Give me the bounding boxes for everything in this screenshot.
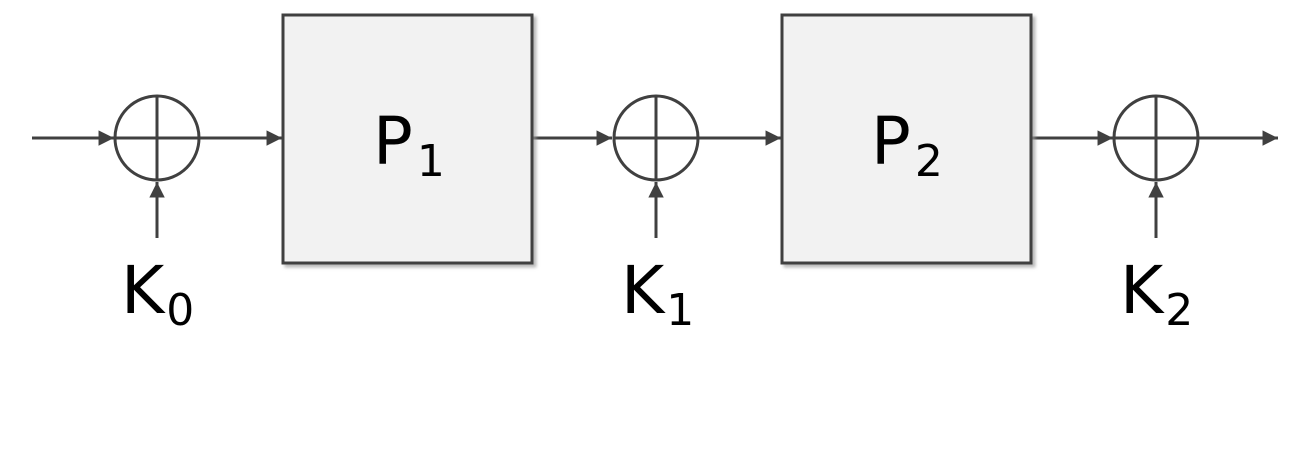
permutation-box-2: P2 (780, 13, 1033, 265)
box-label: P1 (373, 103, 445, 187)
key-label-1: K1 (621, 252, 694, 336)
key-label-2: K2 (1120, 252, 1193, 336)
xor-node-2 (1112, 94, 1200, 182)
permutation-box-1: P1 (281, 13, 534, 265)
xor-node-1 (612, 94, 700, 182)
box-rect (281, 13, 534, 265)
xor-node-0 (113, 94, 201, 182)
key-arrows (149, 182, 1164, 238)
box-label: P2 (871, 103, 943, 187)
box-rect (780, 13, 1033, 265)
key-label-0: K0 (121, 252, 194, 336)
